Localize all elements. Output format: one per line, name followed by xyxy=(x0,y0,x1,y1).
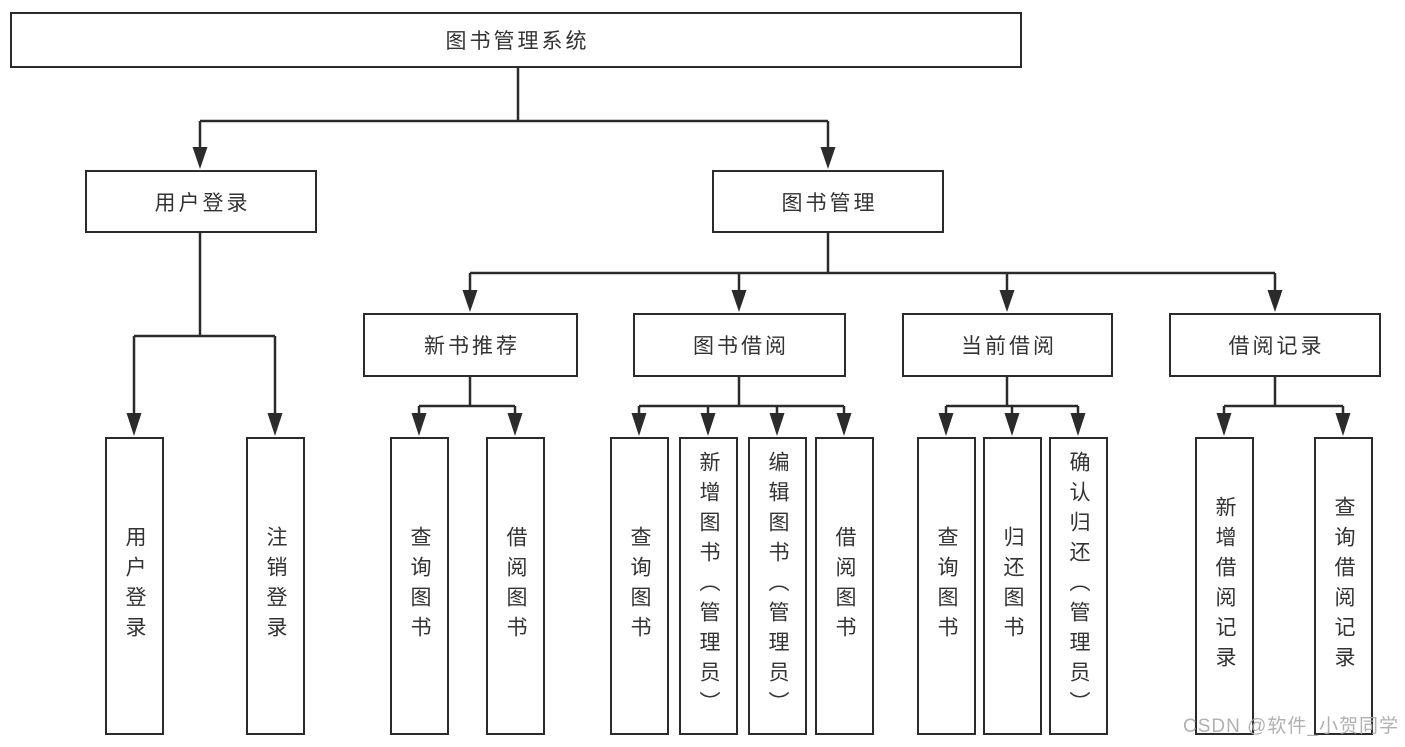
node-book-mgmt-label: 图书管理 xyxy=(781,191,878,215)
connector-borrowrecords-to-leaves xyxy=(1222,377,1345,417)
leaf-query-book-current: 查询图书 xyxy=(917,437,976,735)
arrowhead-leaf-logout xyxy=(267,413,283,436)
leaf-query-book-borrow-label: 查询图书 xyxy=(628,526,651,646)
connector-newbookrec-to-leaves xyxy=(417,377,517,417)
arrowhead-current-borrow xyxy=(999,290,1015,312)
node-root: 图书管理系统 xyxy=(10,12,1022,68)
node-current-borrow-label: 当前借阅 xyxy=(961,335,1057,358)
arrowhead-leaf-confirm-return xyxy=(1070,413,1086,436)
connector-bookborrow-to-leaves xyxy=(637,377,846,417)
csdn-watermark: CSDN @软件_小贺同学 xyxy=(1183,716,1399,737)
leaf-user-login-label: 用户登录 xyxy=(123,526,146,646)
leaf-query-book-rec-label: 查询图书 xyxy=(408,526,431,646)
leaf-confirm-return-admin: 确认归还（管理员） xyxy=(1049,437,1108,735)
leaf-user-login: 用户登录 xyxy=(105,437,164,735)
arrowhead-leaf-add-book xyxy=(700,413,716,436)
arrowhead-leaf-query-book-borrow xyxy=(631,413,647,436)
node-book-borrow: 图书借阅 xyxy=(633,313,846,377)
node-current-borrow: 当前借阅 xyxy=(902,313,1113,377)
connector-root-to-level2 xyxy=(198,68,830,150)
arrowhead-book-borrow xyxy=(731,290,747,312)
arrowhead-leaf-edit-book xyxy=(769,413,785,436)
node-user-login-label: 用户登录 xyxy=(154,191,251,215)
leaf-logout: 注销登录 xyxy=(246,437,305,735)
arrowhead-leaf-query-book-rec xyxy=(411,413,427,436)
arrowhead-new-book-rec xyxy=(462,290,478,312)
leaf-confirm-return-admin-label: 确认归还（管理员） xyxy=(1067,451,1090,721)
node-book-borrow-label: 图书借阅 xyxy=(693,335,789,358)
leaf-add-book-admin: 新增图书（管理员） xyxy=(679,437,738,735)
leaf-borrow-book-borrow: 借阅图书 xyxy=(815,437,874,735)
node-new-book-rec: 新书推荐 xyxy=(363,313,578,377)
node-borrow-records-label: 借阅记录 xyxy=(1228,335,1325,358)
arrowhead-borrow-records xyxy=(1267,290,1283,312)
leaf-query-book-borrow: 查询图书 xyxy=(610,437,669,735)
arrowhead-book-mgmt xyxy=(820,147,836,169)
arrowhead-leaf-return-book xyxy=(1004,413,1020,436)
arrowhead-leaf-borrow-book-borrow xyxy=(836,413,852,436)
leaf-edit-book-admin: 编辑图书（管理员） xyxy=(748,437,807,735)
leaf-edit-book-admin-label: 编辑图书（管理员） xyxy=(766,451,789,721)
leaf-return-book-label: 归还图书 xyxy=(1001,526,1024,646)
leaf-add-book-admin-label: 新增图书（管理员） xyxy=(697,451,720,721)
leaf-add-borrow-record: 新增借阅记录 xyxy=(1195,437,1254,735)
connector-bookmgmt-to-level3 xyxy=(468,233,1277,293)
leaf-return-book: 归还图书 xyxy=(983,437,1042,735)
node-new-book-rec-label: 新书推荐 xyxy=(424,335,520,358)
leaf-query-book-current-label: 查询图书 xyxy=(935,526,958,646)
leaf-borrow-book-rec-label: 借阅图书 xyxy=(504,526,527,646)
connector-currentborrow-to-leaves xyxy=(944,377,1080,417)
leaf-query-book-rec: 查询图书 xyxy=(390,437,449,735)
arrowhead-leaf-borrow-book-rec xyxy=(507,413,523,436)
leaf-borrow-book-rec: 借阅图书 xyxy=(486,437,545,735)
arrowhead-leaf-query-book-current xyxy=(938,413,954,436)
node-borrow-records: 借阅记录 xyxy=(1169,313,1381,377)
leaf-borrow-book-borrow-label: 借阅图书 xyxy=(833,526,856,646)
connector-userlogin-to-leaves xyxy=(132,233,277,417)
leaf-query-borrow-record-label: 查询借阅记录 xyxy=(1332,496,1355,676)
arrowhead-leaf-user-login xyxy=(126,413,142,436)
arrowhead-leaf-query-borrow-record xyxy=(1335,413,1351,436)
node-book-mgmt: 图书管理 xyxy=(712,170,944,233)
arrowhead-user-login xyxy=(192,147,208,169)
node-root-label: 图书管理系统 xyxy=(445,30,590,53)
leaf-logout-label: 注销登录 xyxy=(264,526,287,646)
leaf-add-borrow-record-label: 新增借阅记录 xyxy=(1213,496,1236,676)
arrowhead-leaf-add-borrow-record xyxy=(1216,413,1232,436)
node-user-login: 用户登录 xyxy=(85,170,317,233)
leaf-query-borrow-record: 查询借阅记录 xyxy=(1314,437,1373,735)
